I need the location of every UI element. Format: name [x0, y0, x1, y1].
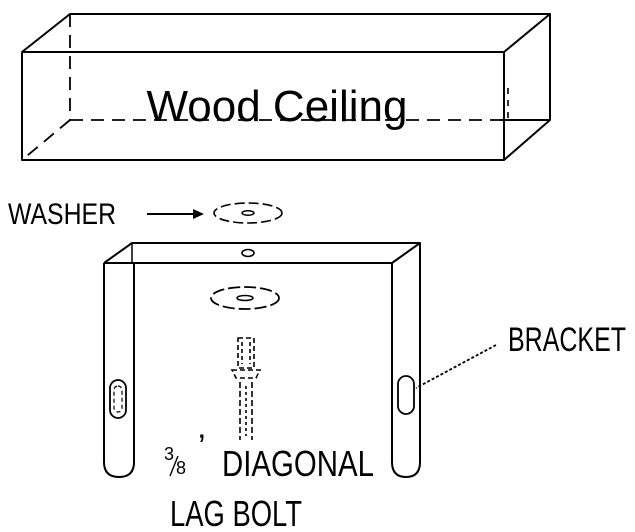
- bolt-label-line1: DIAGONAL: [222, 443, 374, 484]
- washer-icon: [213, 202, 283, 224]
- beam-top-face: [21, 13, 551, 53]
- bolt-inch-mark: ’: [198, 428, 206, 466]
- beam-hidden-edges: [21, 14, 550, 161]
- lower-washer-icon: [210, 286, 280, 310]
- bracket-right-leg: [391, 243, 421, 478]
- bracket: [103, 242, 421, 478]
- washer-label: WASHER: [8, 198, 116, 231]
- bracket-label: BRACKET: [508, 321, 626, 359]
- bracket-top-plate: [103, 242, 421, 264]
- bolt-size-numerator: 3: [164, 444, 174, 464]
- wood-ceiling-label: Wood Ceiling: [147, 82, 408, 131]
- bracket-leader: [415, 344, 497, 389]
- wood-ceiling-beam: [21, 13, 551, 161]
- washer-arrow: [147, 209, 204, 219]
- bracket-right-slot-icon: [397, 375, 415, 415]
- beam-front-face: [21, 51, 505, 161]
- lag-bolt-icon: [230, 337, 262, 440]
- bolt-size-fraction: 3 8: [164, 444, 186, 478]
- bracket-left-leg: [103, 263, 135, 478]
- bracket-top-hole-icon: [241, 248, 255, 258]
- beam-right-face: [503, 14, 551, 161]
- bolt-size-denominator: 8: [176, 458, 186, 478]
- bracket-left-slot-icon: [109, 379, 127, 419]
- bolt-label-line2: LAG BOLT: [170, 493, 302, 532]
